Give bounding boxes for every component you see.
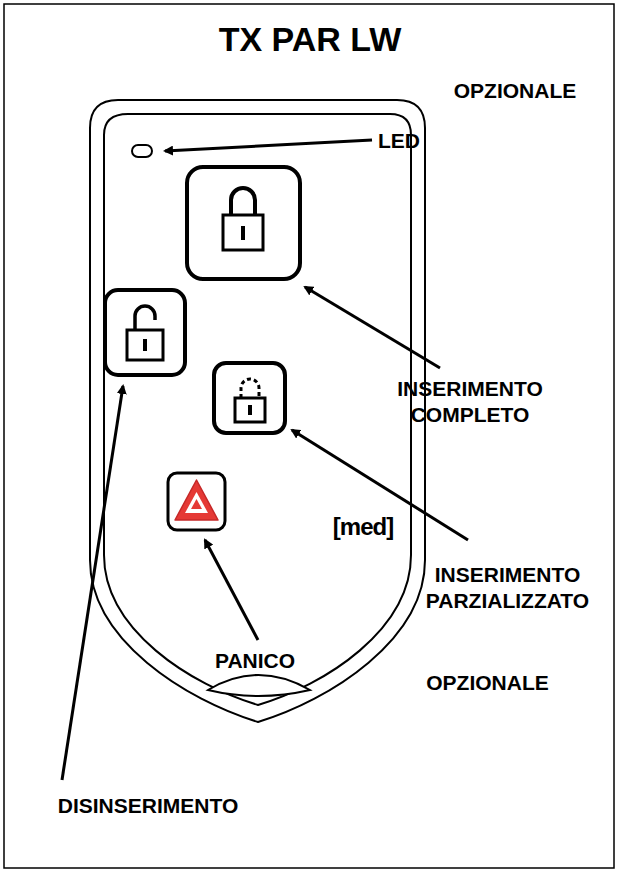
lanyard-hole xyxy=(208,675,310,696)
button-disarm xyxy=(105,290,185,375)
part-label: DISINSERIMENTO xyxy=(8,793,288,819)
button-panic xyxy=(168,473,225,530)
remote-housing xyxy=(90,100,425,722)
option-label: OPZIONALE xyxy=(395,670,580,696)
leader-lines xyxy=(62,140,468,780)
part-label: INSERIMENTO PARZIALIZZATO xyxy=(405,562,610,615)
button-partial-arm xyxy=(214,363,285,433)
option-label: OPZIONALE xyxy=(425,78,605,104)
part-label: PANICO xyxy=(205,648,305,674)
led xyxy=(132,145,152,157)
frame xyxy=(4,4,614,868)
button-full-arm xyxy=(187,167,300,279)
part-label: LED xyxy=(378,128,458,154)
part-label: INSERIMENTO COMPLETO xyxy=(375,376,565,429)
title: TX PAR LW xyxy=(100,18,520,61)
brand-logo: [med] xyxy=(318,512,408,542)
remote-inner-outline xyxy=(104,114,411,705)
